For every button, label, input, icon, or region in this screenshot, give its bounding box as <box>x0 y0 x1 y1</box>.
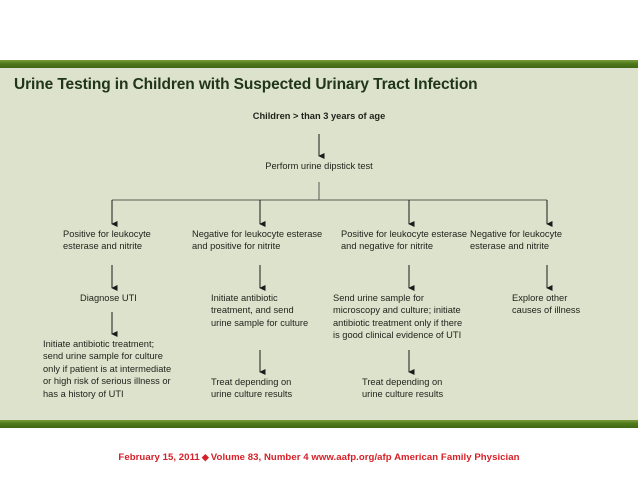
flow-node-start: Children > than 3 years of age <box>252 111 386 121</box>
flow-node-condition-3: Positive for leukocyte esterase and nega… <box>341 229 468 252</box>
flow-node-action-1: Diagnose UTI <box>80 293 137 303</box>
footer-source: Volume 83, Number 4 www.aafp.org/afp Ame… <box>210 452 520 463</box>
diamond-icon: ◆ <box>201 452 209 462</box>
flow-node-condition-2: Negative for leukocyte esterase and posi… <box>192 229 323 252</box>
flowchart-connectors <box>111 134 553 375</box>
flow-node-condition-4: Negative for leukocyte esterase and nitr… <box>470 229 562 252</box>
slide-panel: Urine Testing in Children with Suspected… <box>0 60 638 428</box>
top-rule-divider <box>0 60 638 68</box>
flow-node-step: Perform urine dipstick test <box>265 161 373 171</box>
flow-node-outcome-3: Treat depending on urine culture results <box>362 377 444 400</box>
flow-node-action-3: Send urine sample for microscopy and cul… <box>333 293 463 341</box>
bottom-rule-divider <box>0 420 638 428</box>
footer-citation: February 15, 2011◆Volume 83, Number 4 ww… <box>0 452 638 463</box>
flow-node-outcome-2: Treat depending on urine culture results <box>211 377 293 400</box>
flow-node-outcome-1: Initiate antibiotic treatment; send urin… <box>43 339 172 399</box>
footer-date: February 15, 2011 <box>118 452 200 463</box>
page-title: Urine Testing in Children with Suspected… <box>14 76 478 93</box>
flow-node-condition-1: Positive for leukocyte esterase and nitr… <box>63 229 151 252</box>
flow-node-action-4: Explore other causes of illness <box>512 293 581 316</box>
flow-node-action-2: Initiate antibiotic treatment, and send … <box>211 293 309 328</box>
flowchart: Children > than 3 years of age Perform u… <box>0 60 638 428</box>
